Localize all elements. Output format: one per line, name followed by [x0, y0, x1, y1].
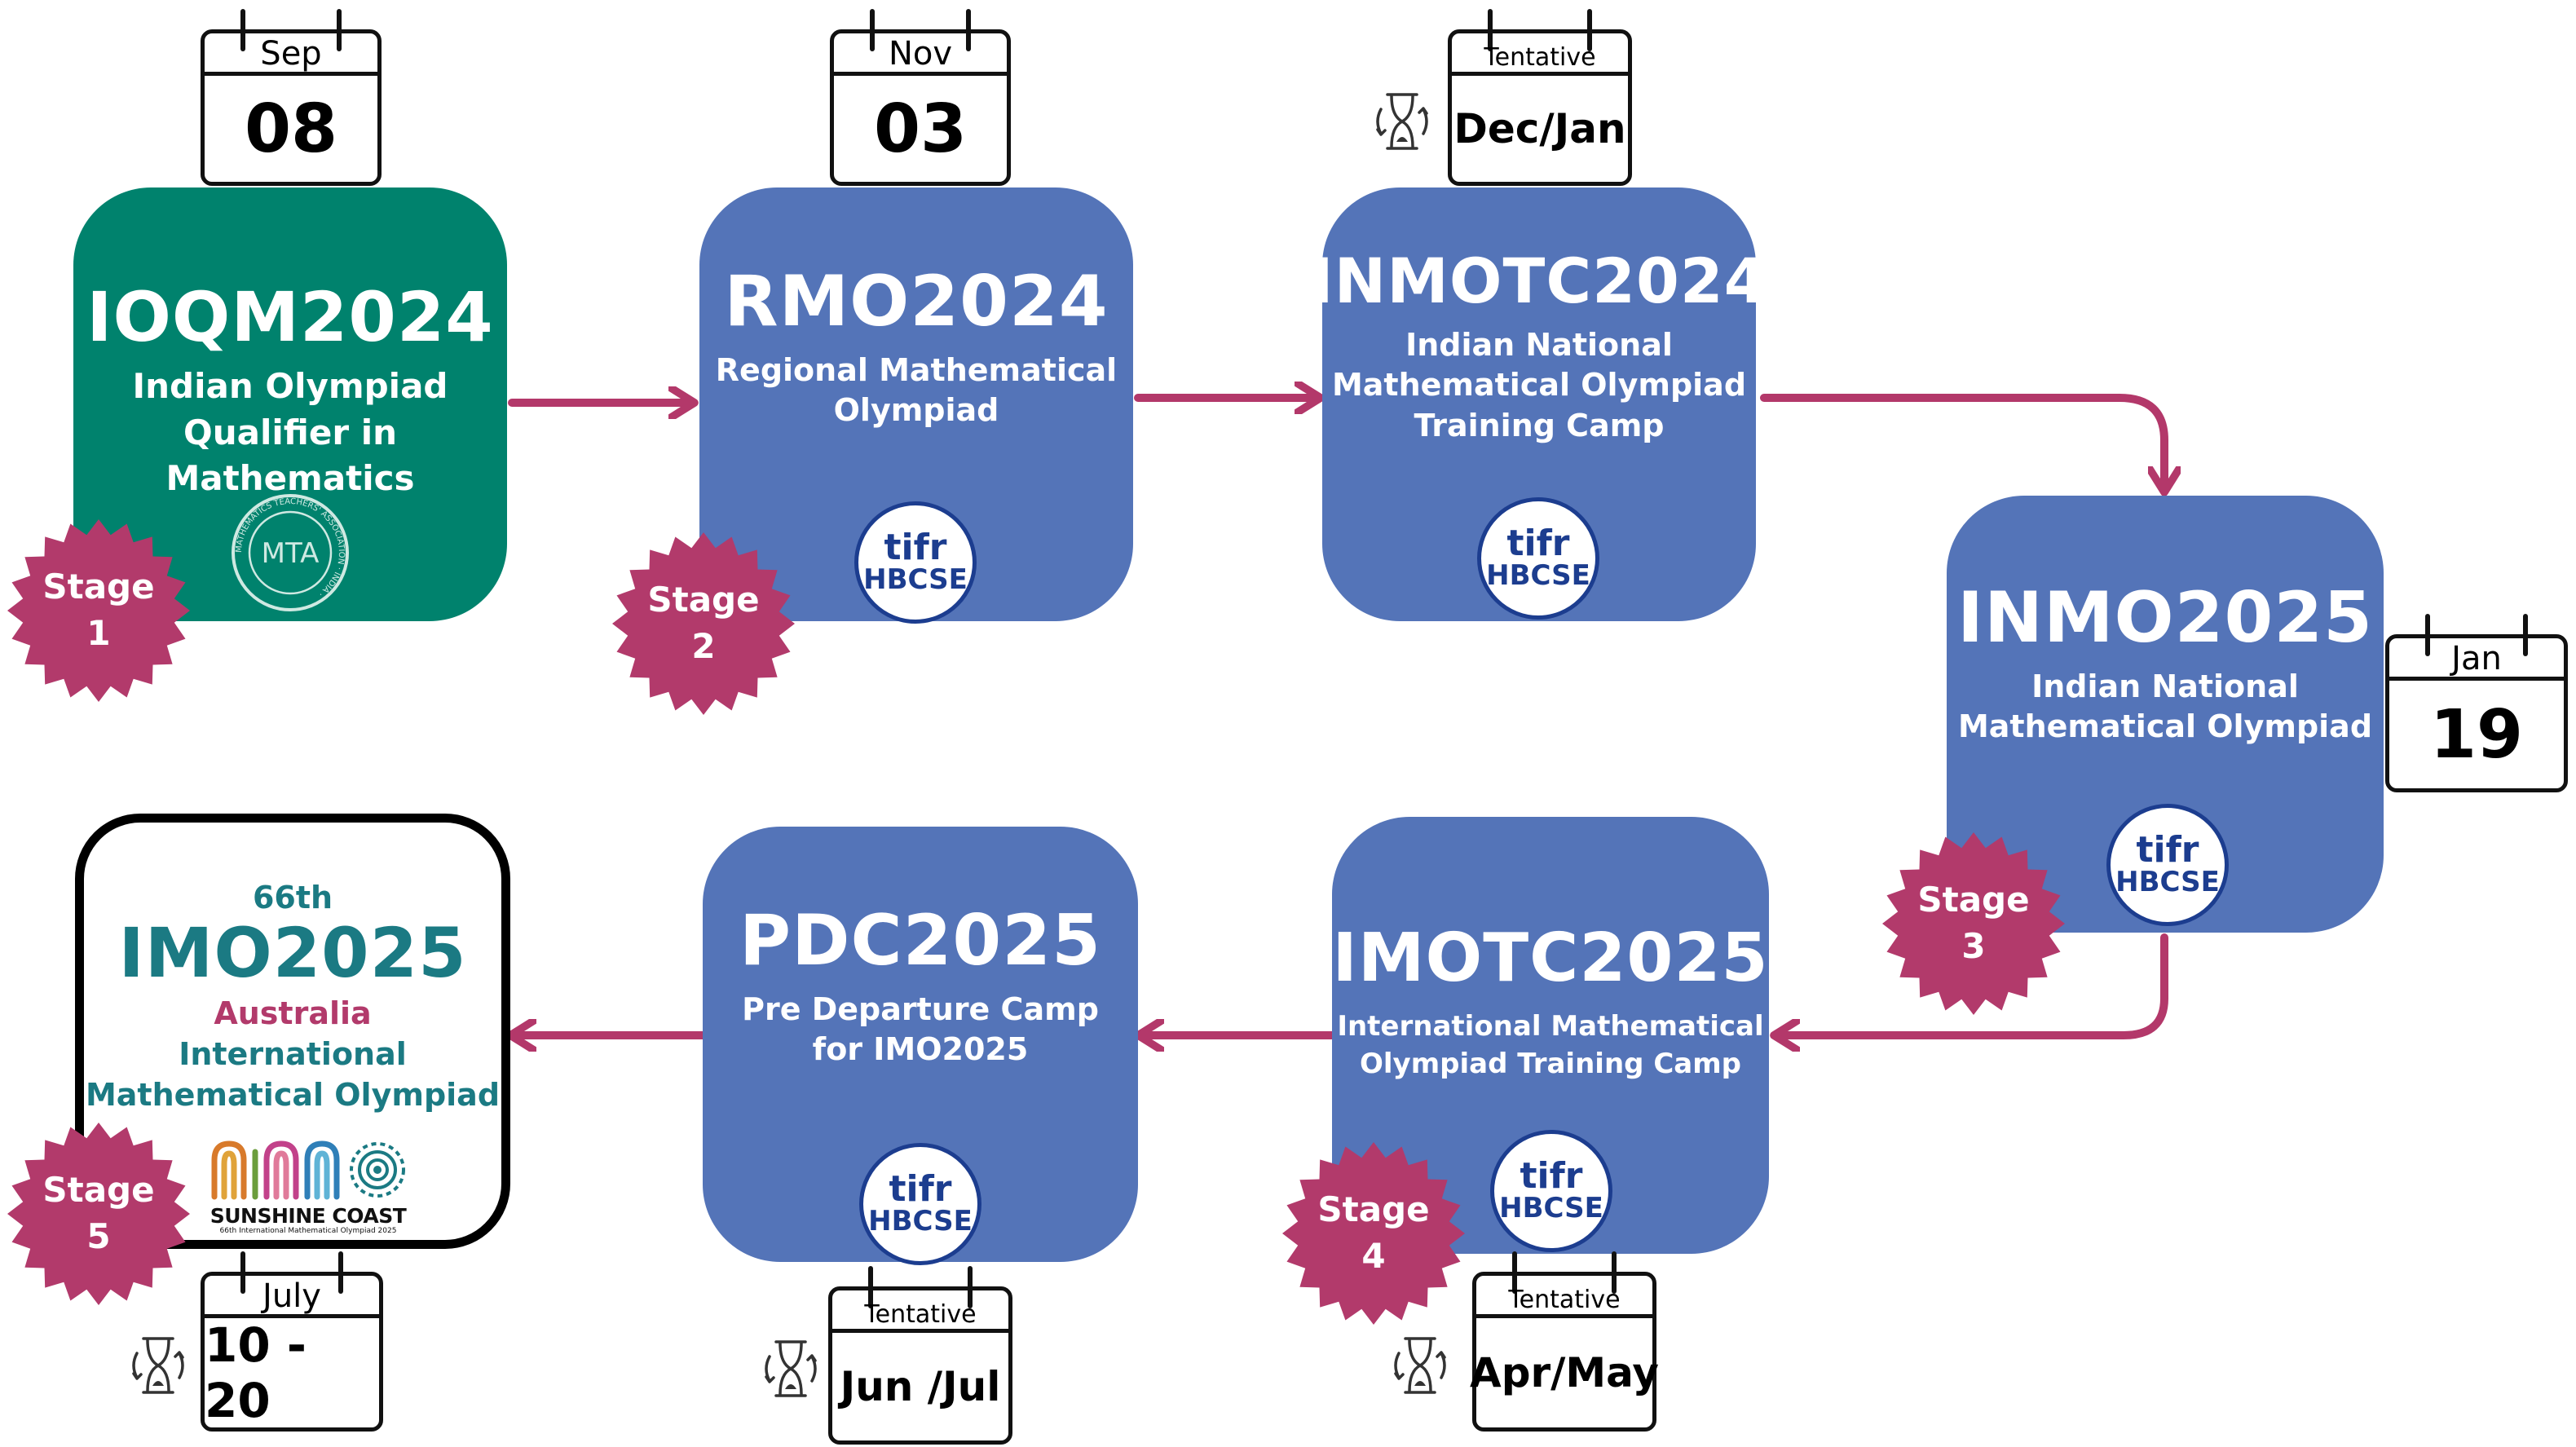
hbcse-text: HBCSE [863, 563, 968, 597]
badge-label: Stage [42, 1170, 155, 1211]
stage-badge-1: Stage 1 [5, 517, 192, 704]
stage-box-inmotc2024: INMOTC2024 Indian National Mathematical … [1310, 187, 1767, 621]
stage-subtitle: Indian National Mathematical Olympiad [1957, 668, 2373, 745]
stage-box-imotc2025: IMOTC2025 International Mathematical Oly… [1332, 817, 1769, 1254]
tifr-hbcse-logo: tifr HBCSE [1477, 497, 1599, 620]
calendar-month: July [205, 1276, 379, 1318]
sunshine-coast-caption: 66th International Mathematical Olympiad… [219, 1227, 397, 1235]
stage-box-ioqm2024: IOQM2024 Indian Olympiad Qualifier in Ma… [73, 187, 507, 621]
tifr-text: tifr [1520, 1155, 1583, 1198]
calendar-day: Apr/May [1470, 1349, 1659, 1396]
stage-badge-3: Stage 3 [1880, 830, 2067, 1017]
stage-title: IMO2025 [118, 913, 467, 993]
stage-box-pdc2025: PDC2025 Pre Departure Camp for IMO2025 t… [703, 827, 1138, 1265]
tifr-hbcse-logo: tifr HBCSE [2106, 804, 2229, 926]
badge-label: Stage [1317, 1189, 1430, 1230]
starburst-badge [1282, 1142, 1465, 1325]
tifr-text: tifr [889, 1168, 952, 1211]
stage-subtitle: Indian Olympiad Qualifier in Mathematics [132, 366, 448, 499]
calendar-rmo-date: Nov 03 [830, 9, 1011, 186]
stage-box-imo2025: 66th IMO2025 Australia International Mat… [75, 814, 510, 1249]
stage-title: RMO2024 [724, 261, 1109, 342]
calendar-month: Jan [2389, 638, 2564, 681]
calendar-inmo-date: Jan 19 [2385, 614, 2568, 792]
badge-number: 4 [1361, 1236, 1386, 1276]
calendar-ioqm-date: Sep 08 [201, 9, 382, 186]
starburst-badge [612, 532, 795, 715]
calendar-imotc-date: Tentative Apr/May [1470, 1251, 1659, 1432]
starburst-badge [1882, 832, 2065, 1015]
hbcse-text: HBCSE [868, 1205, 973, 1238]
hbcse-text: HBCSE [1499, 1192, 1603, 1225]
calendar-day: 03 [873, 90, 968, 168]
tifr-text: tifr [884, 527, 947, 569]
stage-box-rmo2024: RMO2024 Regional Mathematical Olympiad t… [699, 187, 1133, 624]
stage-subtitle: International Mathematical Olympiad [85, 1036, 501, 1113]
arrow-4-to-5 [1777, 933, 2168, 1035]
calendar-pdc-date: Tentative Jun /Jul [828, 1266, 1012, 1445]
tifr-text: tifr [1506, 523, 1570, 565]
hourglass-icon [132, 1337, 184, 1394]
badge-number: 2 [691, 626, 716, 666]
calendar-inmotc-date: Tentative Dec/Jan [1448, 9, 1632, 186]
mta-text: MTA [262, 537, 320, 570]
stage-subtitle: Pre Departure Camp for IMO2025 [742, 991, 1099, 1068]
stage-title: IMOTC2025 [1332, 920, 1769, 997]
mta-logo: MATHEMATICS TEACHERS' ASSOCIATION · INDI… [232, 494, 349, 611]
badge-label: Stage [647, 580, 760, 620]
starburst-badge [7, 1123, 190, 1305]
calendar-month: Sep [205, 33, 377, 76]
hbcse-text: HBCSE [1486, 559, 1590, 593]
stage-badge-5: Stage 5 [5, 1120, 192, 1308]
stage-subtitle: Indian National Mathematical Olympiad Tr… [1331, 327, 1747, 443]
tifr-hbcse-logo: tifr HBCSE [854, 501, 977, 624]
badge-number: 5 [86, 1216, 111, 1256]
calendar-month: Tentative [1452, 33, 1628, 76]
badge-number: 3 [1961, 926, 1986, 966]
calendar-imo-date: July 10 - 20 [201, 1251, 383, 1432]
calendar-day: 10 - 20 [205, 1317, 307, 1428]
calendar-month: Nov [834, 33, 1007, 76]
stage-title: IOQM2024 [86, 277, 494, 357]
tifr-hbcse-logo: tifr HBCSE [1490, 1130, 1612, 1252]
tifr-hbcse-logo: tifr HBCSE [859, 1143, 981, 1265]
stage-subtitle: Regional Mathematical Olympiad [715, 352, 1118, 429]
imo-edition: 66th [252, 880, 333, 915]
stage-title: PDC2025 [739, 900, 1101, 982]
arrow-3-to-4 [1760, 394, 2164, 489]
badge-number: 1 [86, 613, 111, 653]
calendar-day: 19 [2429, 695, 2524, 774]
tifr-text: tifr [2136, 829, 2199, 871]
calendar-day: Dec/Jan [1453, 105, 1626, 152]
starburst-badge [7, 519, 190, 702]
stage-badge-2: Stage 2 [610, 530, 797, 717]
hourglass-icon [1394, 1337, 1446, 1394]
calendar-month: Tentative [832, 1290, 1008, 1333]
stage-subtitle: International Mathematical Olympiad Trai… [1337, 1010, 1764, 1080]
calendar-month: Tentative [1476, 1276, 1652, 1318]
hbcse-text: HBCSE [2115, 866, 2220, 899]
imo-country: Australia [214, 995, 372, 1032]
badge-label: Stage [42, 567, 155, 607]
hourglass-icon [765, 1340, 817, 1397]
badge-label: Stage [1917, 880, 2030, 920]
sunshine-coast-title: SUNSHINE COAST [210, 1204, 407, 1228]
stage-title: INMOTC2024 [1310, 245, 1768, 317]
stage-title: INMO2025 [1956, 577, 2374, 659]
calendar-day: 08 [244, 90, 338, 168]
stage-badge-4: Stage 4 [1280, 1140, 1467, 1327]
calendar-day: Jun /Jul [840, 1363, 1001, 1410]
hourglass-icon [1376, 93, 1428, 150]
sunshine-coast-logo: SUNSHINE COAST 66th International Mathem… [206, 1136, 410, 1235]
sunshine-coast-graphic [211, 1140, 405, 1200]
